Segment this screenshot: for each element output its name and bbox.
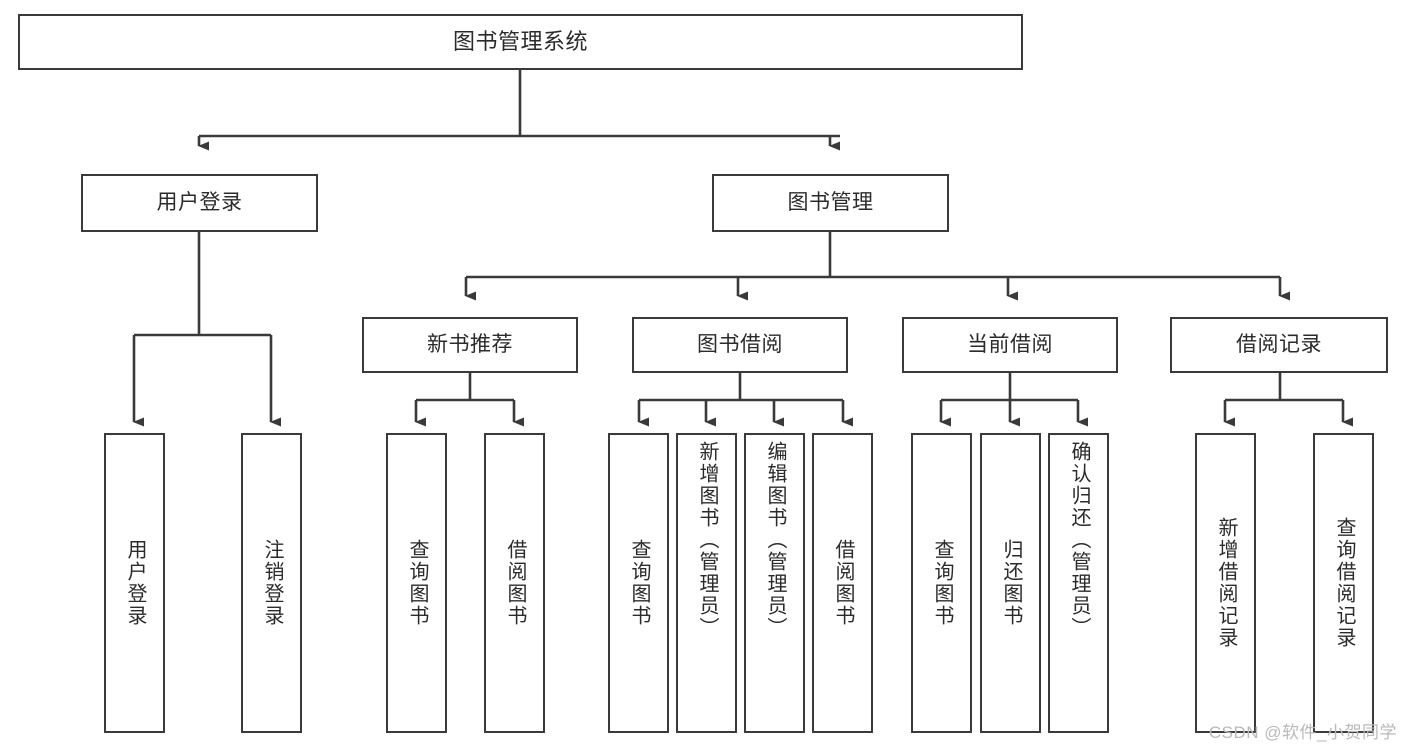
node-leaf-borrow-book-2[interactable]: 借阅图书 [812,433,873,733]
watermark: CSDN @软件_小贺同学 [1208,723,1397,742]
node-label: 图书管理系统 [452,29,588,55]
node-leaf-query-book-1[interactable]: 查询图书 [386,433,447,733]
node-user-login[interactable]: 用户登录 [81,174,318,232]
node-label: 当前借阅 [967,332,1053,356]
node-label: 确认归还（管理员） [1068,441,1090,639]
node-leaf-return-book[interactable]: 归还图书 [980,433,1041,733]
node-label: 查询借阅记录 [1333,517,1355,649]
node-label: 新增借阅记录 [1215,517,1237,649]
node-label: 用户登录 [156,190,243,214]
node-label: 用户登录 [124,539,146,627]
node-label: 图书管理 [787,190,874,214]
node-label: 新书推荐 [427,332,513,356]
node-label: 借阅记录 [1236,332,1322,356]
node-leaf-confirm-return[interactable]: 确认归还（管理员） [1048,433,1109,733]
node-label: 归还图书 [1000,539,1022,627]
node-leaf-query-record[interactable]: 查询借阅记录 [1313,433,1374,733]
node-leaf-query-book-3[interactable]: 查询图书 [911,433,972,733]
node-leaf-add-book[interactable]: 新增图书（管理员） [676,433,737,733]
node-label: 查询图书 [931,539,953,627]
node-leaf-query-book-2[interactable]: 查询图书 [608,433,669,733]
node-label: 注销登录 [261,539,283,627]
node-root-book-management-system[interactable]: 图书管理系统 [18,14,1023,70]
node-leaf-add-record[interactable]: 新增借阅记录 [1195,433,1256,733]
node-book-borrow[interactable]: 图书借阅 [632,317,848,373]
node-label: 编辑图书（管理员） [764,441,786,639]
node-label: 借阅图书 [832,539,854,627]
node-borrow-record[interactable]: 借阅记录 [1170,317,1388,373]
node-label: 借阅图书 [504,539,526,627]
node-label: 查询图书 [628,539,650,627]
node-leaf-logout[interactable]: 注销登录 [241,433,302,733]
node-leaf-edit-book[interactable]: 编辑图书（管理员） [744,433,805,733]
node-leaf-borrow-book-1[interactable]: 借阅图书 [484,433,545,733]
node-label: 新增图书（管理员） [696,441,718,639]
node-leaf-user-login[interactable]: 用户登录 [104,433,165,733]
node-current-borrow[interactable]: 当前借阅 [902,317,1118,373]
node-label: 图书借阅 [697,332,783,356]
node-label: 查询图书 [406,539,428,627]
node-new-book-recommend[interactable]: 新书推荐 [362,317,578,373]
node-book-management[interactable]: 图书管理 [712,174,949,232]
